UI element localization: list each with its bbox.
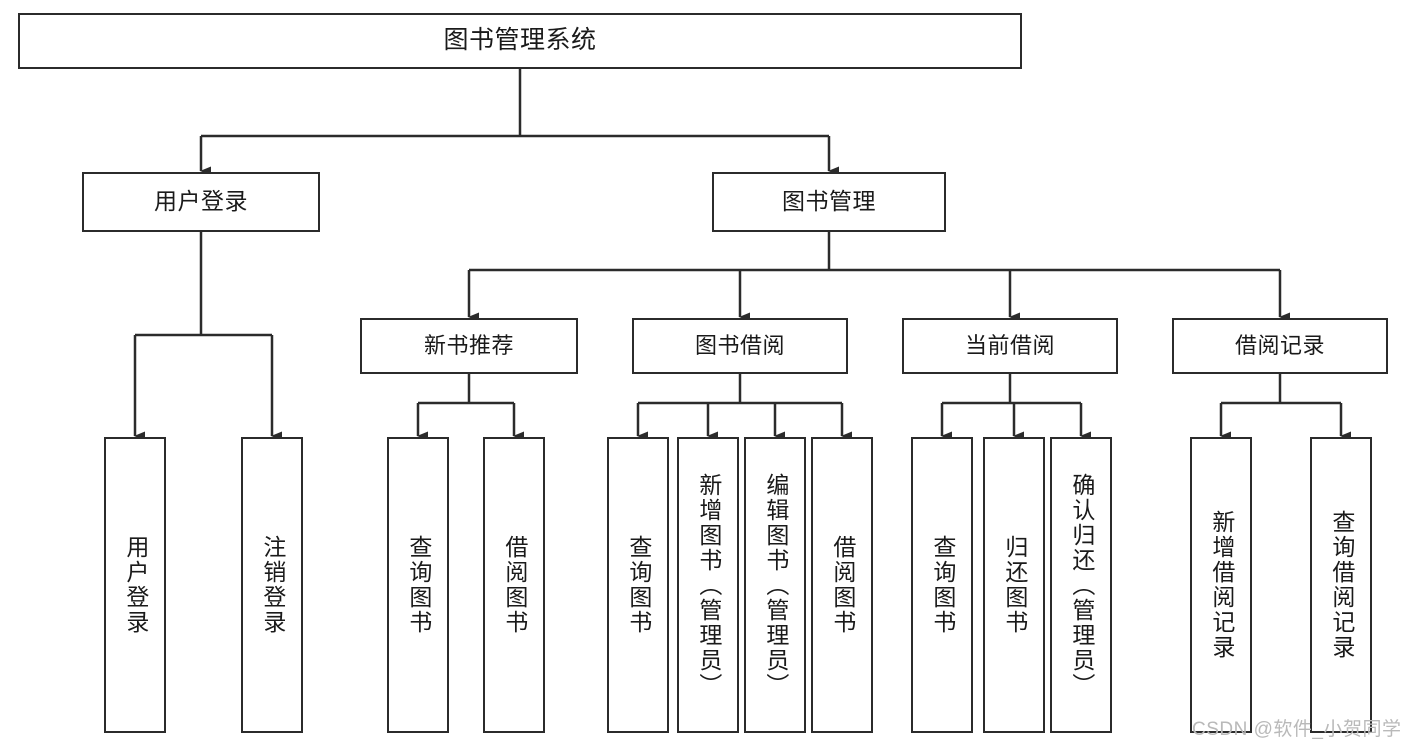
node-label: 图书管理系统 [443,26,597,55]
node-leaf-13[interactable]: 查询借阅记录 [1310,437,1372,733]
node-label: 当前借阅 [964,333,1055,359]
node-label: 查询图书 [929,535,956,635]
node-newbooks[interactable]: 新书推荐 [360,318,578,374]
node-leaf-09[interactable]: 查询图书 [911,437,973,733]
node-login[interactable]: 用户登录 [82,172,320,232]
node-leaf-11[interactable]: 确认归还（管理员） [1050,437,1112,733]
node-current[interactable]: 当前借阅 [902,318,1118,374]
node-label: 借阅图书 [829,535,856,635]
node-label: 借阅图书 [501,535,528,635]
node-label: 用户登录 [122,535,149,635]
node-label: 查询图书 [405,535,432,635]
node-bookmgmt[interactable]: 图书管理 [712,172,946,232]
node-label: 用户登录 [154,188,248,215]
node-label: 新增图书（管理员） [695,472,722,698]
node-label: 编辑图书（管理员） [762,472,789,698]
node-label: 新书推荐 [423,333,514,359]
node-leaf-03[interactable]: 查询图书 [387,437,449,733]
node-leaf-05[interactable]: 查询图书 [607,437,669,733]
node-records[interactable]: 借阅记录 [1172,318,1388,374]
node-leaf-07[interactable]: 编辑图书（管理员） [744,437,806,733]
node-label: 图书管理 [782,188,876,215]
node-label: 查询借阅记录 [1328,510,1355,660]
node-label: 确认归还（管理员） [1068,472,1095,698]
node-label: 新增借阅记录 [1208,510,1235,660]
node-label: 归还图书 [1001,535,1028,635]
node-leaf-04[interactable]: 借阅图书 [483,437,545,733]
node-root[interactable]: 图书管理系统 [18,13,1022,69]
node-label: 借阅记录 [1234,333,1325,359]
node-label: 图书借阅 [694,333,785,359]
node-leaf-06[interactable]: 新增图书（管理员） [677,437,739,733]
node-leaf-12[interactable]: 新增借阅记录 [1190,437,1252,733]
node-label: 查询图书 [625,535,652,635]
node-borrow[interactable]: 图书借阅 [632,318,848,374]
node-leaf-01[interactable]: 用户登录 [104,437,166,733]
node-leaf-08[interactable]: 借阅图书 [811,437,873,733]
csdn-watermark: CSDN @软件_小贺同学 [1192,719,1402,740]
node-leaf-10[interactable]: 归还图书 [983,437,1045,733]
node-leaf-02[interactable]: 注销登录 [241,437,303,733]
node-label: 注销登录 [259,535,286,635]
